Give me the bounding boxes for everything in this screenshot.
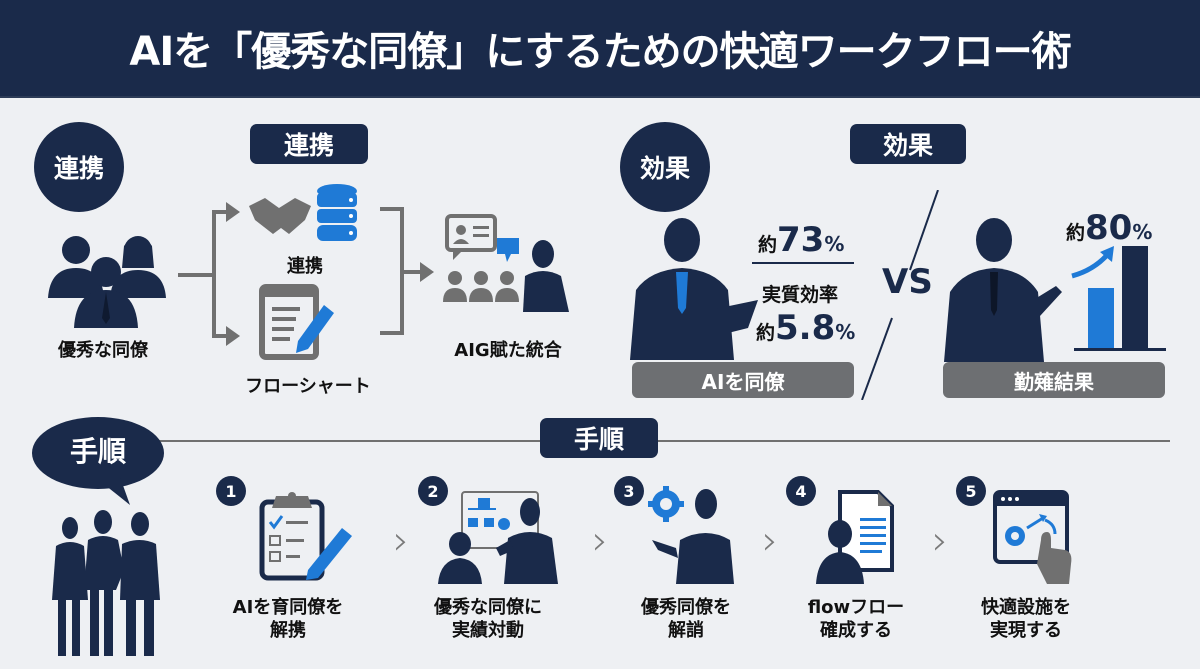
vs-divider-slash [861,190,939,400]
ai-colleague-bar: AIを同僚 [632,362,854,398]
database-icon [317,184,357,241]
effect-circle-badge: 効果 [620,122,710,212]
chevron-right-icon: › [393,518,409,564]
divider [752,262,854,264]
collab-section-header: 連携 [250,124,368,164]
step-number-2: 2 [418,476,448,506]
procedure-section-header: 手順 [540,418,658,458]
effect-section-header: 効果 [850,124,966,164]
person-document-icon [816,490,894,584]
speech-bubble-badge [32,417,164,505]
business-team-handshake-icon [52,510,160,656]
collab-circle-badge: 連携 [34,122,124,212]
step-number-3: 3 [614,476,644,506]
team-people-icon [48,236,166,328]
page-title: AIを「優秀な同僚」にするための快適ワークフロー術 [129,29,1071,75]
step-1-label: AIを育同僚を 解携 [232,597,344,642]
connector-line [212,210,230,214]
step-number-5: 5 [956,476,986,506]
gear-person-icon [648,486,734,584]
stat-80: 約80% [1066,208,1153,248]
stat-73: 約73% [758,220,845,260]
connector-line [400,270,424,274]
step-3-label: 優秀同僚を 解誚 [641,597,731,642]
step-number-4: 4 [786,476,816,506]
step-number-1: 1 [216,476,246,506]
connector-line [212,210,216,338]
meeting-chat-icon [443,214,569,312]
connector-line [212,334,230,338]
flowchart-label: フローシャート [245,376,371,397]
step-4-label: flowフロー 確成する [807,597,905,642]
chevron-right-icon: › [932,518,948,564]
connector-line [178,273,214,277]
clipboard-checklist-icon [259,492,352,581]
businessman-pointing-icon [944,218,1062,362]
handshake-db-label: 連携 [287,256,323,277]
browser-gear-touch-icon [993,490,1072,584]
document-edit-icon [259,284,334,360]
growth-bar-chart-icon [1071,246,1166,351]
ai-integration-label: AIG賦た統合 [454,340,562,361]
step-2-label: 優秀な同僚に 実績対動 [434,597,542,642]
org-chart-presentation-icon [438,491,558,584]
businessman-tablet-icon [630,218,758,360]
arrow-right-icon [226,326,240,346]
work-result-bar: 勤薙結果 [943,362,1165,398]
stat-5-8: 約5.8% [756,308,856,348]
people-label: 優秀な同僚 [58,340,148,361]
chevron-right-icon: › [762,518,778,564]
arrow-right-icon [226,202,240,222]
procedure-bubble-label: 手順 [69,435,126,468]
connector-line [380,207,402,211]
connector-line [380,331,402,335]
real-efficiency-label: 実質効率 [762,284,839,306]
chevron-right-icon: › [592,518,608,564]
handshake-icon [249,198,311,234]
section-divider [148,440,1170,442]
vs-label: VS [882,262,933,302]
arrow-right-icon [420,262,434,282]
title-banner: AIを「優秀な同僚」にするための快適ワークフロー術 [0,0,1200,98]
step-5-label: 快適設施を 実現する [981,597,1071,642]
